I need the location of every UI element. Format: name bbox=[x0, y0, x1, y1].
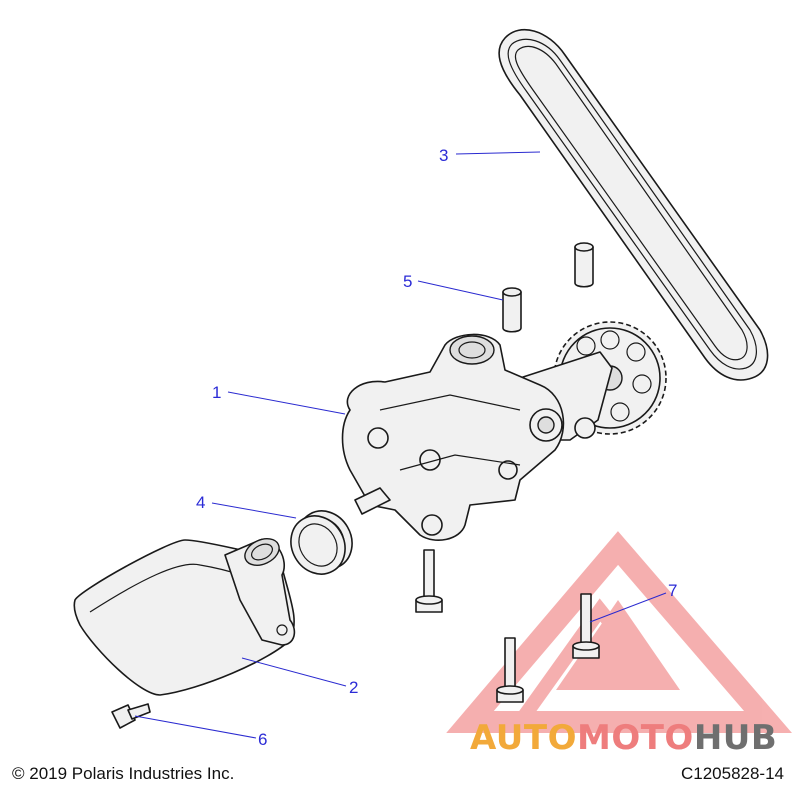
watermark-hub: HUB bbox=[693, 718, 778, 758]
oil-strainer bbox=[73, 538, 296, 696]
callout-3: 3 bbox=[439, 146, 449, 165]
copyright-text: © 2019 Polaris Industries Inc. bbox=[12, 764, 235, 783]
figure-code: C1205828-14 bbox=[680, 764, 784, 783]
leader-2 bbox=[241, 657, 347, 687]
callout-7: 7 bbox=[668, 581, 678, 600]
leader-1 bbox=[227, 391, 346, 415]
belt bbox=[498, 29, 769, 381]
leader-7 bbox=[589, 592, 667, 623]
leader-4 bbox=[211, 502, 297, 519]
leader-3 bbox=[455, 151, 541, 155]
leader-5 bbox=[417, 280, 504, 301]
watermark-logo bbox=[446, 531, 793, 733]
dowel-pin-lower bbox=[502, 287, 522, 333]
callout-2: 2 bbox=[349, 678, 359, 697]
bolt-pump bbox=[415, 549, 443, 613]
leader-6 bbox=[134, 715, 257, 739]
dowel-pin-upper bbox=[574, 242, 594, 288]
callout-4: 4 bbox=[196, 493, 206, 512]
callout-6: 6 bbox=[258, 730, 268, 749]
callout-1: 1 bbox=[212, 383, 222, 402]
callout-5: 5 bbox=[403, 272, 413, 291]
bolt-small bbox=[111, 703, 151, 729]
bolt-7b bbox=[496, 637, 524, 703]
watermark-moto: MOTO bbox=[576, 718, 694, 758]
bolt-7a bbox=[572, 593, 600, 659]
watermark-text: AUTOMOTOHUB bbox=[470, 718, 777, 758]
oil-pump bbox=[341, 333, 613, 541]
seal-ring bbox=[290, 510, 353, 575]
watermark-auto: AUTO bbox=[470, 718, 577, 758]
